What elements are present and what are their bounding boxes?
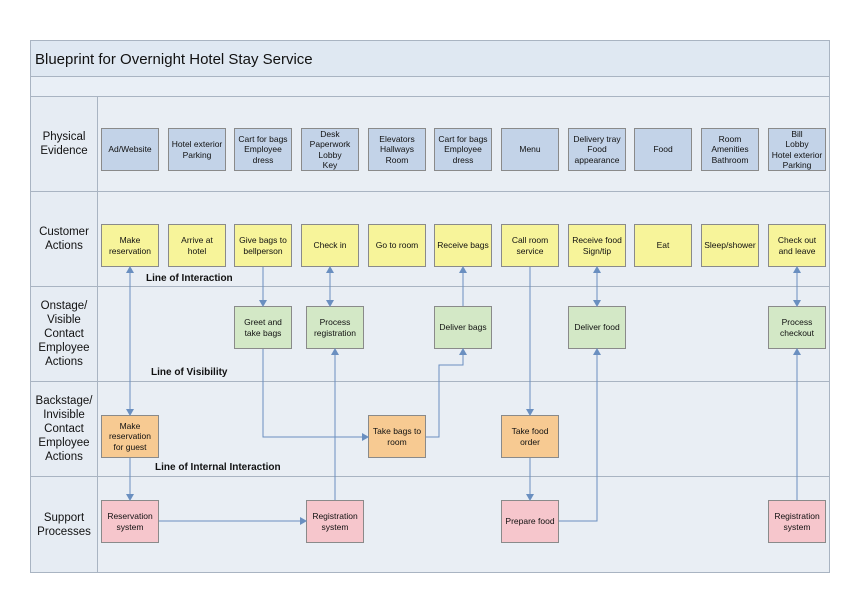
customer-action-box: Sleep/shower <box>701 224 759 267</box>
onstage-process-registration-box: Process registration <box>306 306 364 349</box>
lane-label-physical-evidence: Physical Evidence <box>31 97 98 191</box>
lane-onstage-actions: Onstage/ Visible Contact Employee Action… <box>30 287 830 382</box>
line-of-interaction-label: Line of Interaction <box>146 273 233 284</box>
evidence-box: Cart for bags Employee dress <box>434 128 492 171</box>
backstage-take-bags-box: Take bags to room <box>368 415 426 458</box>
customer-action-box: Call room service <box>501 224 559 267</box>
customer-action-box: Check in <box>301 224 359 267</box>
lane-support-processes: Support Processes <box>30 477 830 573</box>
customer-action-box: Make reservation <box>101 224 159 267</box>
evidence-box: Elevators Hallways Room <box>368 128 426 171</box>
evidence-box: Menu <box>501 128 559 171</box>
evidence-box: Ad/Website <box>101 128 159 171</box>
evidence-box: Delivery tray Food appearance <box>568 128 626 171</box>
lane-label-onstage-actions: Onstage/ Visible Contact Employee Action… <box>31 287 98 381</box>
customer-action-box: Arrive at hotel <box>168 224 226 267</box>
support-prepare-food-box: Prepare food <box>501 500 559 543</box>
diagram-title: Blueprint for Overnight Hotel Stay Servi… <box>30 40 830 77</box>
lane-backstage-actions: Backstage/ Invisible Contact Employee Ac… <box>30 382 830 477</box>
evidence-box: Room Amenities Bathroom <box>701 128 759 171</box>
customer-action-box: Go to room <box>368 224 426 267</box>
lane-label-support-processes: Support Processes <box>31 477 98 572</box>
arrow-take-bags-to-deliver <box>426 348 467 438</box>
evidence-box: Food <box>634 128 692 171</box>
backstage-make-reservation-box: Make reservation for guest <box>101 415 159 458</box>
service-blueprint-diagram: Blueprint for Overnight Hotel Stay Servi… <box>30 40 830 573</box>
flow-arrows <box>126 266 801 525</box>
onstage-deliver-food-box: Deliver food <box>568 306 626 349</box>
lane-label-backstage-actions: Backstage/ Invisible Contact Employee Ac… <box>31 382 98 476</box>
lane-label-customer-actions: Customer Actions <box>31 192 98 286</box>
lane-physical-evidence: Physical Evidence <box>30 97 830 192</box>
support-registration-system-box: Registration system <box>306 500 364 543</box>
evidence-box: Bill Lobby Hotel exterior Parking <box>768 128 826 171</box>
support-reservation-system-box: Reservation system <box>101 500 159 543</box>
evidence-box: Hotel exterior Parking <box>168 128 226 171</box>
customer-action-box: Give bags to bellperson <box>234 224 292 267</box>
customer-action-box: Eat <box>634 224 692 267</box>
lane-customer-actions: Customer Actions <box>30 192 830 287</box>
customer-action-box: Receive food Sign/tip <box>568 224 626 267</box>
onstage-process-checkout-box: Process checkout <box>768 306 826 349</box>
line-of-internal-interaction-label: Line of Internal Interaction <box>155 462 281 473</box>
title-subbar <box>30 77 830 97</box>
support-registration-system-box: Registration system <box>768 500 826 543</box>
evidence-box: Cart for bags Employee dress <box>234 128 292 171</box>
line-of-visibility-label: Line of Visibility <box>151 367 228 378</box>
arrow-greet-to-take-bags <box>262 349 369 441</box>
evidence-box: Desk Paperwork Lobby Key <box>301 128 359 171</box>
onstage-deliver-bags-box: Deliver bags <box>434 306 492 349</box>
arrow-prepare-to-deliver <box>559 348 601 522</box>
